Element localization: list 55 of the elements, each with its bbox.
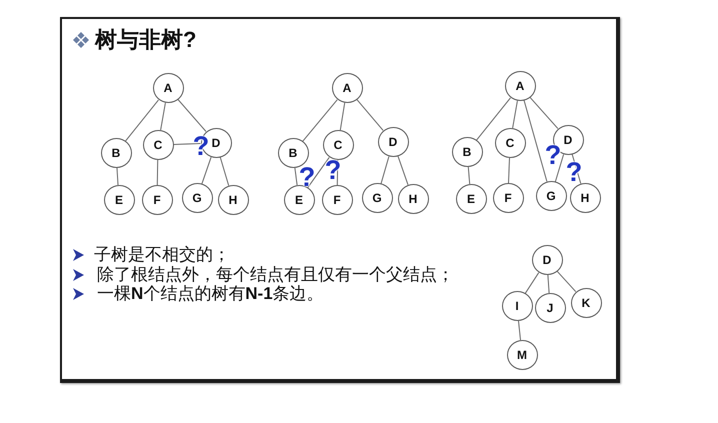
edge-line — [356, 99, 384, 131]
bullet-text: 除了根结点外，每个结点有且仅有一个父结点； — [97, 265, 454, 285]
edge-line — [125, 99, 159, 142]
node-circle: E — [284, 185, 314, 215]
edge-line — [201, 156, 212, 184]
node-circle: F — [322, 185, 352, 215]
node-circle: E — [104, 185, 134, 215]
edge-line — [116, 168, 118, 186]
edge-line — [524, 100, 548, 182]
edge-line — [156, 160, 158, 186]
edge-line — [302, 99, 338, 142]
node-circle: C — [322, 130, 354, 160]
node-circle: A — [504, 71, 536, 101]
edge-line — [547, 274, 550, 294]
node-circle: B — [100, 138, 132, 168]
node-circle: I — [502, 291, 532, 321]
node-circle: H — [398, 184, 428, 214]
edge-line — [160, 102, 166, 131]
edge-line — [294, 167, 298, 186]
edge-line — [556, 270, 576, 292]
node-circle: J — [534, 293, 566, 323]
edge-line — [524, 272, 540, 294]
node-circle: D — [532, 245, 562, 275]
node-circle: G — [182, 183, 212, 213]
node-circle: C — [494, 128, 526, 158]
node-circle: A — [152, 73, 184, 103]
edge-line — [398, 156, 408, 186]
node-circle: B — [278, 138, 308, 168]
node-circle: F — [492, 183, 524, 213]
edge-line — [554, 154, 564, 182]
edge-line — [530, 96, 558, 130]
slide-title: 树与非树? — [95, 27, 196, 53]
node-circle: H — [218, 185, 248, 215]
node-circle: H — [570, 183, 600, 213]
node-circle: B — [452, 137, 482, 167]
node-circle: G — [362, 183, 392, 213]
node-circle: A — [332, 73, 362, 103]
node-circle: C — [142, 130, 174, 160]
edge-line — [220, 156, 230, 186]
bullet-text: 子树是不相交的； — [94, 245, 230, 265]
edge-line — [508, 158, 510, 184]
node-circle: G — [536, 181, 566, 211]
node-circle: K — [570, 288, 602, 318]
edge-line — [178, 99, 206, 132]
edge-line — [340, 102, 346, 131]
edge-line — [380, 156, 390, 184]
edge-line — [518, 320, 521, 341]
edge-line — [512, 100, 518, 129]
edge-line — [468, 166, 470, 185]
node-circle: F — [142, 185, 172, 215]
node-circle: D — [378, 127, 408, 157]
edge-line — [476, 97, 511, 141]
node-circle: E — [456, 184, 486, 214]
node-circle: M — [506, 340, 538, 370]
bullet-text: 一棵N个结点的树有N-1条边。 — [97, 284, 324, 304]
